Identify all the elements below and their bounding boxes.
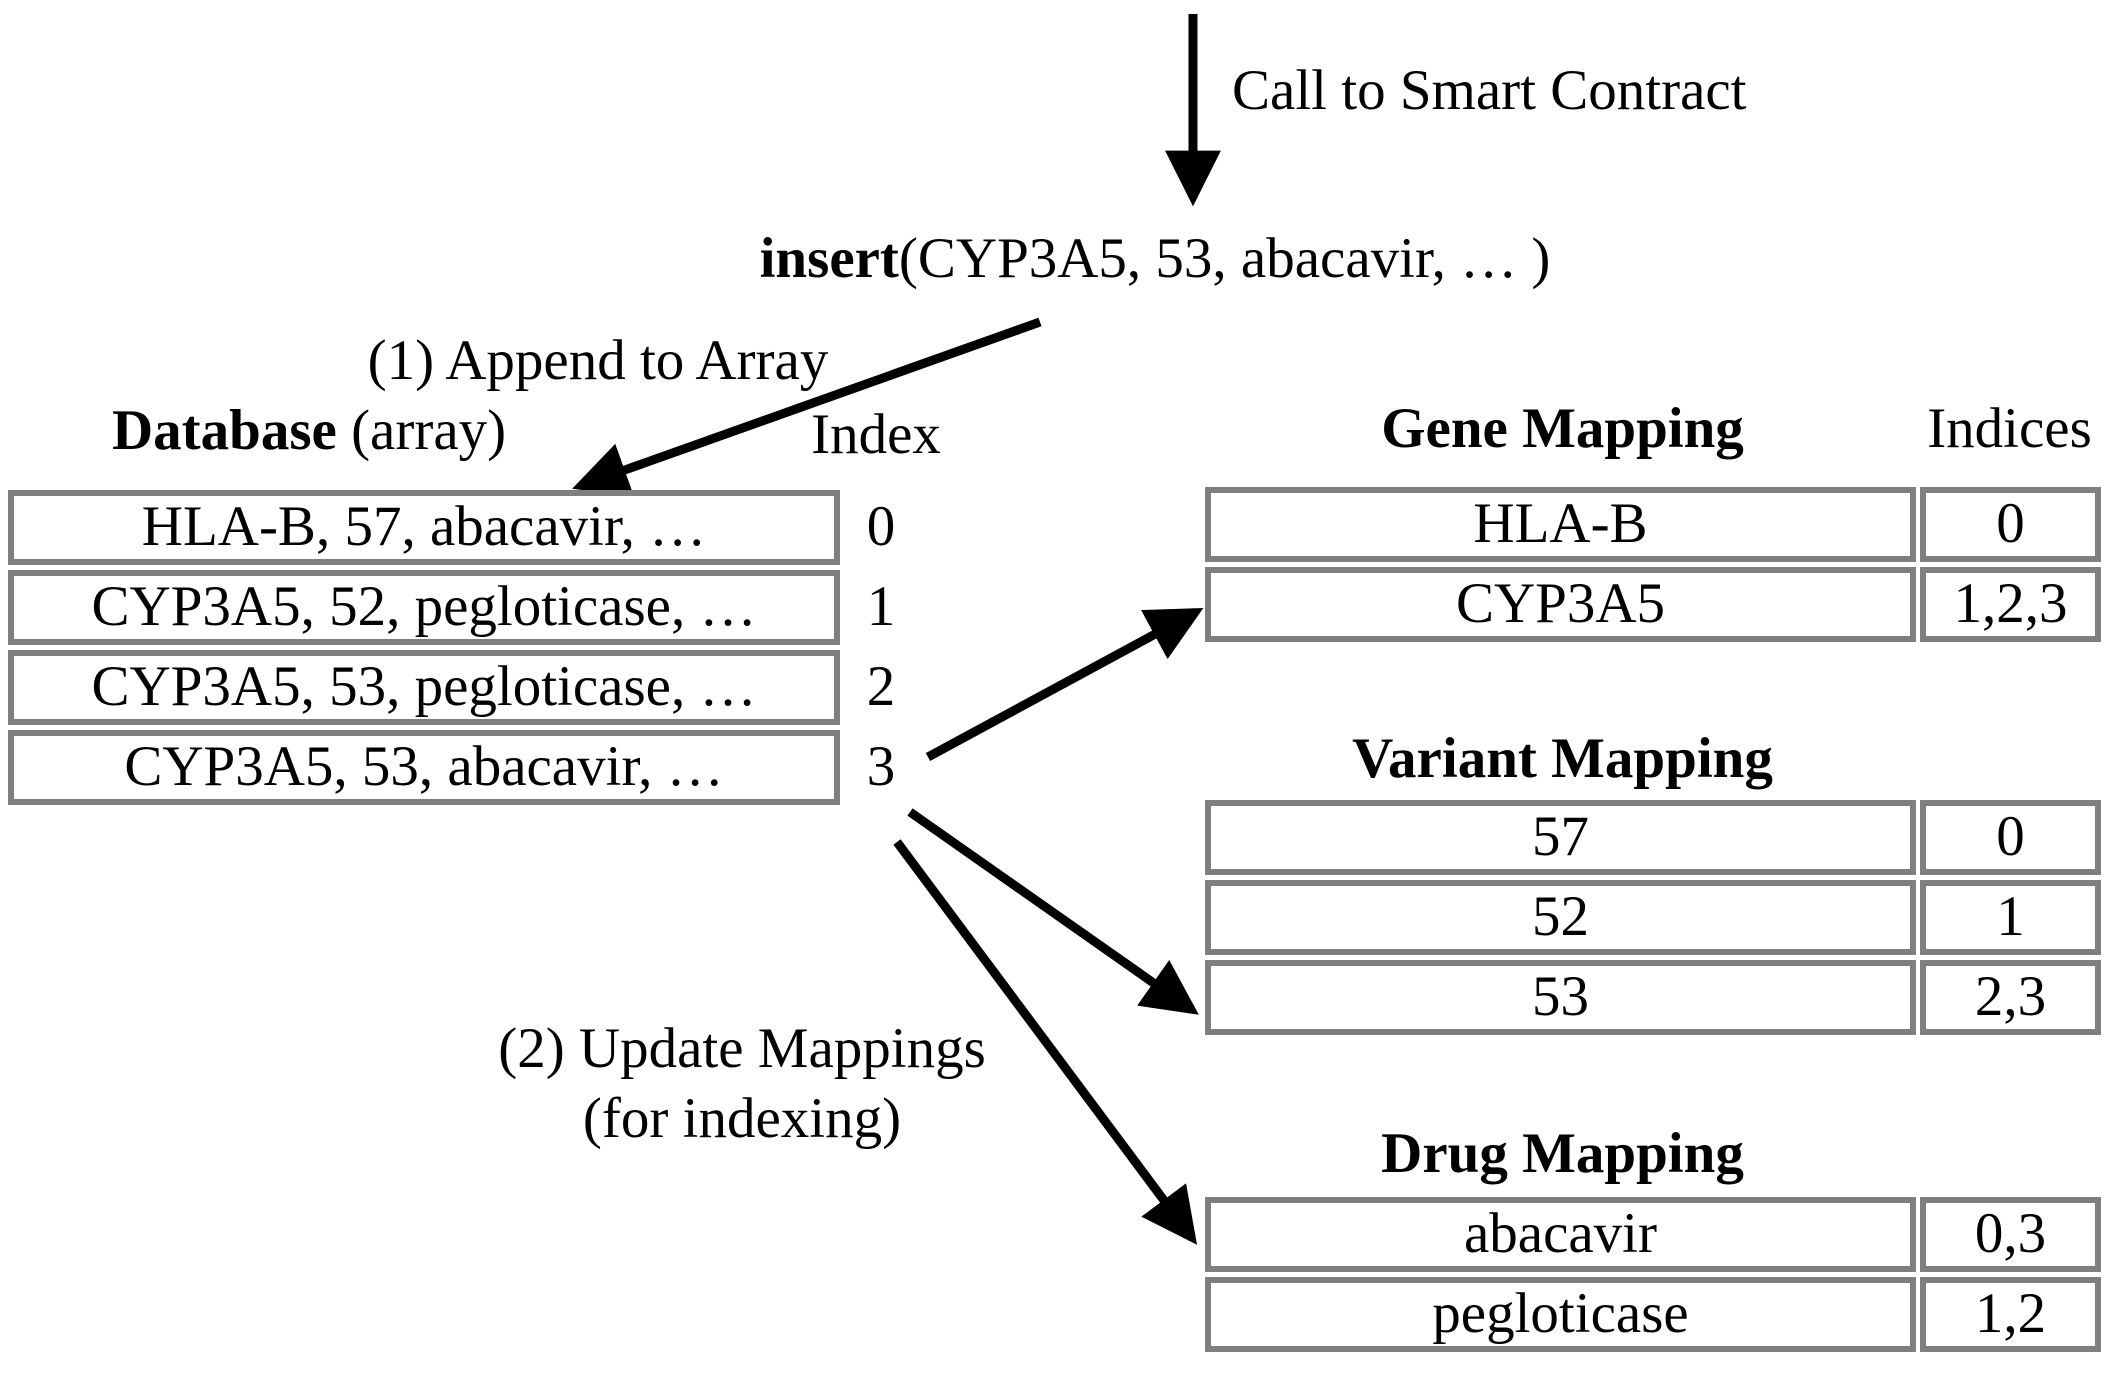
index-value: 1: [866, 575, 896, 638]
insert-call-label: insert(CYP3A5, 53, abacavir, … ): [600, 226, 1710, 292]
variant-mapping-row: 52 1: [1205, 880, 2101, 955]
variant-key-cell: 57: [1205, 800, 1916, 875]
insert-args: (CYP3A5, 53, abacavir, … ): [898, 227, 1551, 290]
gene-indices-cell: 1,2,3: [1920, 567, 2101, 642]
drug-indices-cell: 0,3: [1920, 1197, 2101, 1272]
variant-indices-cell: 1: [1920, 880, 2101, 955]
step2-line2: (for indexing): [582, 1087, 902, 1150]
step2-label: (2) Update Mappings (for indexing): [442, 1014, 1042, 1154]
index-value: 2: [866, 655, 896, 718]
database-row: CYP3A5, 53, abacavir, …: [8, 730, 840, 805]
step1-label: (1) Append to Array: [367, 329, 829, 392]
drug-key-cell: pegloticase: [1205, 1277, 1916, 1352]
drug-mapping-row: abacavir 0,3: [1205, 1197, 2101, 1272]
database-array-table: HLA-B, 57, abacavir, … CYP3A5, 52, peglo…: [8, 490, 840, 810]
gene-mapping-title: Gene Mapping: [1381, 397, 1744, 460]
variant-indices-cell: 2,3: [1920, 960, 2101, 1035]
drug-indices-cell: 1,2: [1920, 1277, 2101, 1352]
gene-mapping-arrow: [925, 608, 1204, 761]
database-title-bold: Database: [112, 399, 337, 462]
variant-mapping-table: 57 0 52 1 53 2,3: [1205, 800, 2101, 1040]
database-row: HLA-B, 57, abacavir, …: [8, 490, 840, 565]
gene-key-cell: HLA-B: [1205, 487, 1916, 562]
variant-mapping-row: 57 0: [1205, 800, 2101, 875]
index-column: 0 1 2 3: [836, 490, 926, 810]
gene-indices-cell: 0: [1920, 487, 2101, 562]
variant-mapping-arrow: [907, 808, 1199, 1015]
drug-key-cell: abacavir: [1205, 1197, 1916, 1272]
index-value: 3: [866, 735, 896, 798]
drug-mapping-title: Drug Mapping: [1381, 1122, 1744, 1185]
call-to-smart-contract-label: Call to Smart Contract: [1232, 59, 1747, 122]
insert-function-name: insert: [759, 227, 899, 290]
database-title-suffix: (array): [336, 399, 507, 462]
drug-mapping-table: abacavir 0,3 pegloticase 1,2: [1205, 1197, 2101, 1357]
gene-mapping-row: HLA-B 0: [1205, 487, 2101, 562]
variant-key-cell: 52: [1205, 880, 1916, 955]
drug-mapping-row: pegloticase 1,2: [1205, 1277, 2101, 1352]
index-header: Index: [811, 403, 941, 466]
gene-mapping-table: HLA-B 0 CYP3A5 1,2,3: [1205, 487, 2101, 647]
variant-key-cell: 53: [1205, 960, 1916, 1035]
gene-key-cell: CYP3A5: [1205, 567, 1916, 642]
indices-header: Indices: [1927, 397, 2092, 460]
variant-indices-cell: 0: [1920, 800, 2101, 875]
database-row: CYP3A5, 52, pegloticase, …: [8, 570, 840, 645]
database-title: Database (array): [112, 398, 506, 464]
database-row: CYP3A5, 53, pegloticase, …: [8, 650, 840, 725]
step2-line1: (2) Update Mappings: [498, 1017, 986, 1080]
variant-mapping-title: Variant Mapping: [1352, 727, 1773, 790]
index-value: 0: [866, 495, 896, 558]
variant-mapping-row: 53 2,3: [1205, 960, 2101, 1035]
gene-mapping-row: CYP3A5 1,2,3: [1205, 567, 2101, 642]
